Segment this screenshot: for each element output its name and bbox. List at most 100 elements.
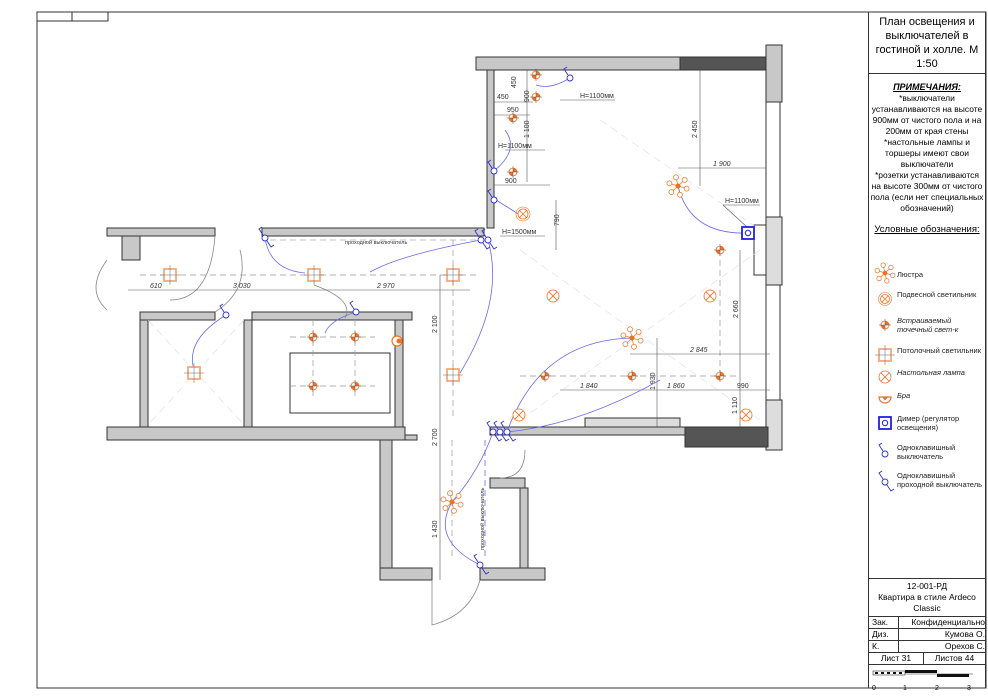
pass-through-switch-icon [473, 553, 490, 575]
ceiling-light-icon [443, 365, 463, 385]
role: К. [869, 641, 899, 652]
drawing-code: 12-001-РД [906, 581, 948, 591]
table-lamp-icon [703, 289, 717, 303]
ceiling-light-icon [304, 265, 324, 285]
sheet-number: Лист 31 [869, 653, 924, 664]
dim-label: 900 [524, 90, 531, 102]
person: Орехов С. [944, 641, 985, 651]
walls [106, 44, 783, 581]
legend-item: Бра [869, 389, 987, 419]
dim-label: 3 030 [233, 283, 251, 290]
role: Диз. [869, 629, 899, 640]
ceiling-light-icon [160, 265, 180, 285]
legend-label: Димер (регулятор освещения) [897, 414, 960, 432]
pass-through-switch-icon [481, 228, 498, 250]
dim-label: 1 900 [713, 161, 731, 168]
dim-label: 2 845 [689, 347, 708, 354]
notes: ПРИМЕЧАНИЯ: *выключатели устанавливаются… [869, 74, 985, 235]
legend-item: Настольная лампа [869, 366, 987, 396]
height-label: H=1100мм [498, 143, 532, 150]
dimension-lines [128, 70, 770, 580]
legend-item: Одноклавишный выключатель [869, 441, 987, 471]
dim-label: 1 110 [732, 397, 739, 414]
dim-label: 790 [554, 214, 561, 226]
person: Конфиденциально [911, 617, 985, 627]
table-lamp-icon [878, 370, 892, 384]
legend-item: Люстра [869, 262, 987, 292]
note: *розетки устанавливаются на высоте 300мм… [870, 170, 984, 213]
corner-box [71, 11, 109, 22]
switch-icon [563, 66, 574, 82]
wall-sconce-icon [878, 396, 892, 404]
wall-sconce-icon [391, 335, 403, 347]
legend-label: Настольная лампа [897, 368, 965, 377]
switch-icon [219, 303, 230, 319]
door-swings [95, 235, 526, 626]
title-block: 12-001-РД Квартира в стиле Ardeco Classi… [869, 578, 985, 697]
chandelier-icon [620, 326, 644, 350]
dim-label: 2 450 [692, 120, 699, 138]
title-panel: План освещения и выключателей в гостиной… [868, 12, 987, 692]
recessed-spotlight-icon [349, 380, 361, 392]
dim-label: 900 [505, 178, 517, 185]
project-name: Квартира в стиле Ardeco Classic [878, 592, 976, 613]
dim-label: 1 930 [650, 372, 657, 390]
table-lamp-icon [512, 408, 526, 422]
recessed-spotlight-icon [714, 244, 726, 256]
pendant-light-icon [515, 206, 531, 222]
legend-label: Встраиваемый точечный свет-к [897, 316, 959, 334]
pendant-light-icon [878, 292, 892, 306]
dimmer-icon [878, 416, 892, 430]
legend-item: Подвесной светильник [869, 288, 987, 318]
recessed-spotlight-icon [507, 112, 519, 124]
height-label: H=1500мм [502, 229, 537, 236]
single-switch-icon [878, 442, 889, 458]
drawing-title: План освещения и выключателей в гостиной… [869, 12, 985, 74]
scale-tick: 0 [872, 685, 876, 692]
height-label: H=1100мм [725, 198, 759, 205]
height-label: H=1100мм [580, 93, 614, 100]
switch-icon [487, 188, 498, 204]
role: Зак. [869, 617, 899, 628]
dim-label: 1 860 [667, 383, 685, 390]
dim-label: 1 100 [524, 120, 531, 138]
pass-through-switch-icon [878, 470, 895, 492]
dim-label: 2 660 [733, 300, 740, 318]
dim-label: 2 700 [432, 428, 439, 446]
dim-label: 2 100 [432, 315, 439, 333]
legend-item: Потолочный светильник [869, 344, 987, 374]
pass-through-switch-icon [258, 226, 275, 248]
corner-box [36, 11, 73, 22]
note: *выключатели устанавливаются на высоте 9… [871, 93, 983, 136]
notes-heading: ПРИМЕЧАНИЯ: [893, 82, 961, 92]
scale-tick: 2 [935, 685, 939, 692]
legend-label: Одноклавишный выключатель [897, 443, 956, 461]
pass-through-switch-icon [500, 420, 517, 442]
switch-icon [487, 159, 498, 175]
table-lamp-icon [546, 289, 560, 303]
sheet-total: Листов 44 [934, 653, 975, 663]
recessed-spotlight-icon [530, 69, 542, 81]
dim-label: 2 970 [376, 283, 395, 290]
legend-item: Димер (регулятор освещения) [869, 412, 987, 442]
dim-label: 1 430 [432, 520, 439, 538]
legend-item: Одноклавишный проходной выключатель [869, 469, 987, 499]
recessed-spotlight-icon [507, 166, 519, 178]
recessed-spotlight-icon [714, 370, 726, 382]
pass-through-switch-icon [493, 420, 510, 442]
recessed-spotlight-icon [879, 319, 891, 331]
recessed-spotlight-icon [349, 331, 361, 343]
pass-through-switch-icon [486, 420, 503, 442]
recessed-spotlight-icon [530, 91, 542, 103]
scale-tick: 1 [903, 685, 907, 692]
scale-tick: 3 [967, 685, 971, 692]
pass-through-switch-icon [474, 228, 491, 250]
dim-label: 950 [507, 107, 519, 114]
scale-bar: 0 1 2 3 [869, 664, 985, 697]
legend-label: Подвесной светильник [897, 290, 977, 299]
ceiling-light-icon [184, 363, 204, 383]
legend-label: Люстра [897, 270, 924, 279]
legend-label: Потолочный светильник [897, 346, 982, 355]
sheet-frame [36, 11, 987, 689]
